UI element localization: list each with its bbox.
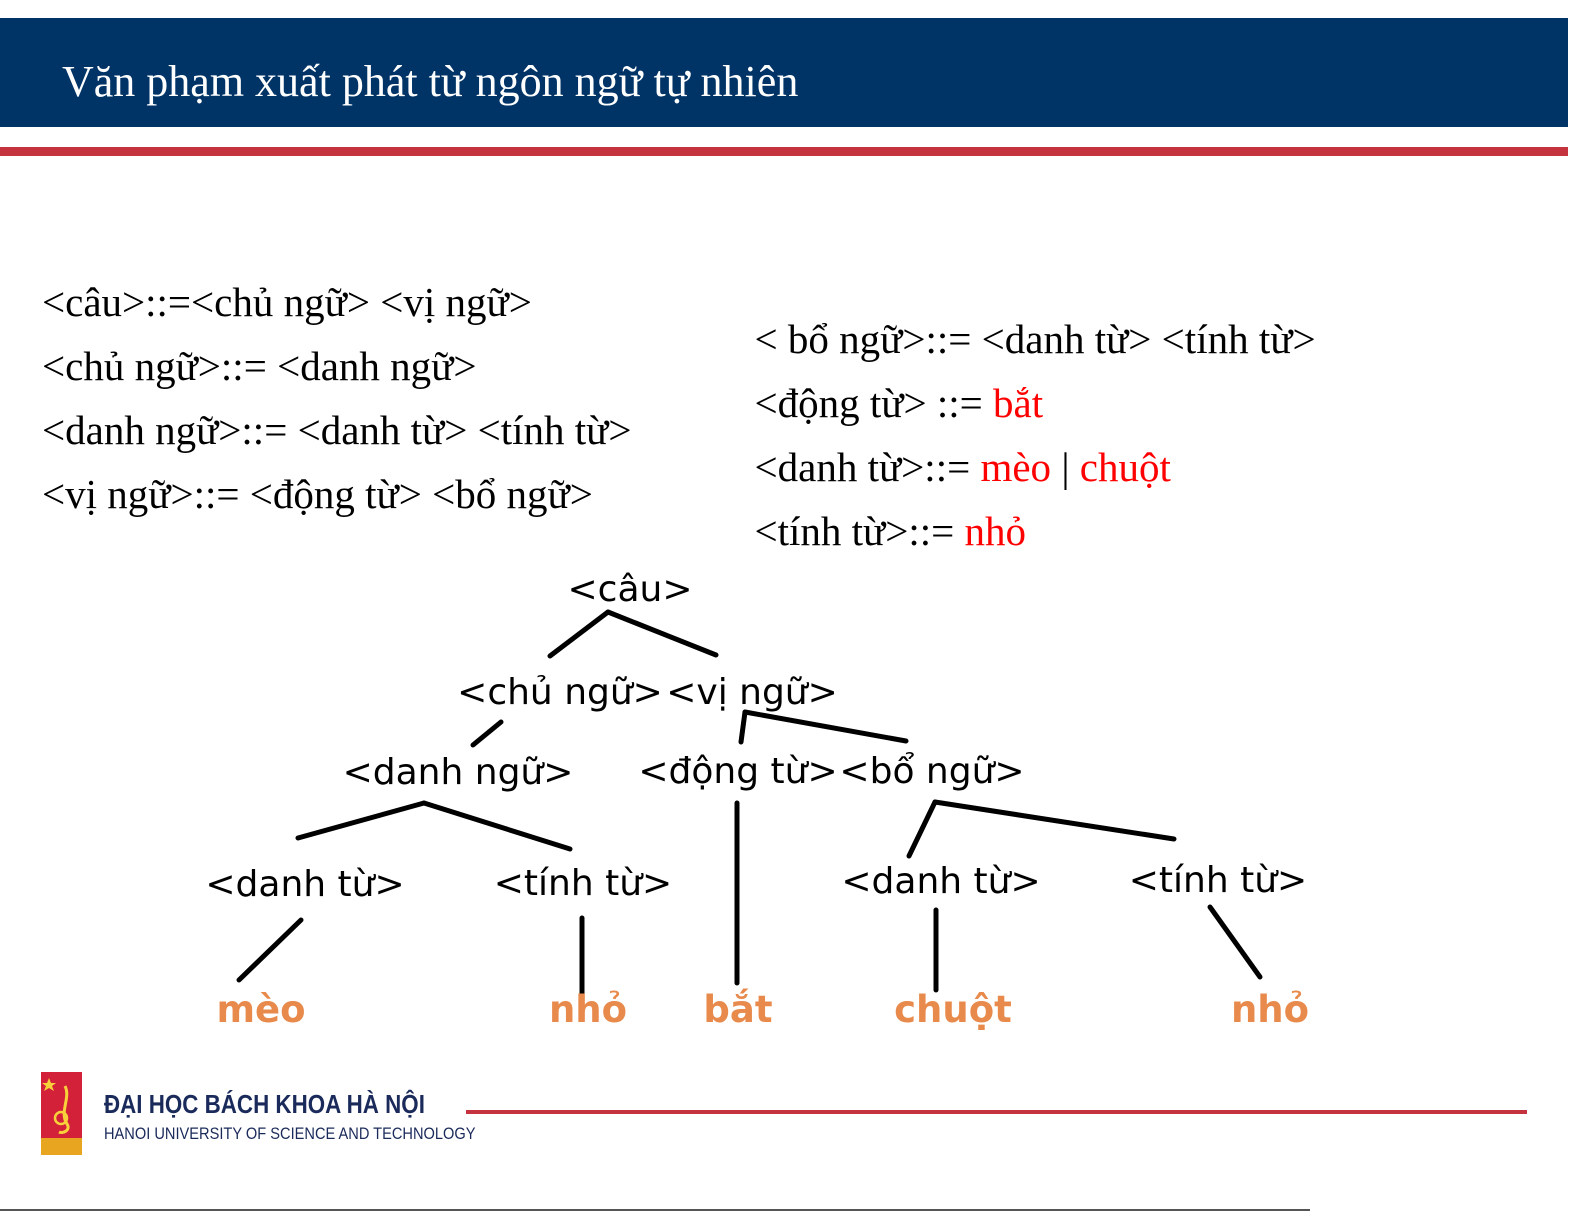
leaf-word: nhỏ	[1231, 988, 1309, 1031]
edge-danh-tu-meo	[236, 917, 304, 983]
grammar-rule-tinh-tu: <tính từ>::= nhỏ	[734, 470, 1027, 554]
footer-divider	[466, 1110, 1527, 1114]
edge-bo-ngu-danh-tu	[906, 799, 938, 859]
edge-cau-chu-ngu	[547, 609, 611, 659]
edge-chu-ngu-danh-ngu	[470, 719, 504, 748]
bottom-divider	[0, 1209, 1310, 1211]
university-name-english: HANOI UNIVERSITY OF SCIENCE AND TECHNOLO…	[104, 1124, 476, 1143]
node-danh-ngu: <danh ngữ>	[343, 752, 574, 793]
grammar-rule-vi-ngu: <vị ngữ>::= <động từ> <bổ ngữ>	[42, 471, 593, 517]
node-dong-tu: <động từ>	[638, 751, 837, 792]
leaf-word: nhỏ	[549, 988, 627, 1031]
grammar-rule-dong-tu: <động từ> ::= bắt	[734, 342, 1044, 426]
tree-edges	[236, 609, 1263, 997]
rule-lhs: <danh từ>::=	[754, 444, 981, 490]
grammar-rule-danh-ngu: <danh ngữ>::= <danh từ> <tính từ>	[42, 407, 632, 453]
leaf-word: mèo	[216, 988, 305, 1031]
terminal-word: nhỏ	[964, 508, 1027, 554]
node-danh-tu: <danh từ>	[841, 861, 1040, 902]
header-divider	[0, 147, 1568, 156]
edge-vi-ngu-bo-ngu	[742, 709, 909, 744]
grammar-rule-danh-tu: <danh từ>::= mèo | chuột	[734, 406, 1171, 488]
edge-danh-ngu-danh-tu	[295, 800, 427, 841]
node-cau: <câu>	[568, 569, 693, 610]
terminal-word: mèo	[980, 444, 1052, 490]
node-vi-ngu: <vị ngữ>	[666, 672, 838, 713]
university-name: ĐẠI HỌC BÁCH KHOA HÀ NỘI	[104, 1089, 425, 1119]
node-chu-ngu: <chủ ngữ>	[457, 672, 663, 713]
slide-header: Văn phạm xuất phát từ ngôn ngữ tự nhiên	[0, 18, 1568, 127]
leaf-word: chuột	[894, 988, 1012, 1031]
slide-title: Văn phạm xuất phát từ ngôn ngữ tự nhiên	[62, 57, 799, 106]
node-tinh-tu: <tính từ>	[1129, 860, 1307, 901]
alternative-separator: |	[1051, 444, 1080, 490]
node-bo-ngu: <bổ ngữ>	[839, 751, 1024, 792]
node-tinh-tu: <tính từ>	[494, 863, 672, 904]
rule-lhs: < bổ ngữ>::= <danh từ> <tính từ>	[754, 316, 1316, 362]
grammar-rule-chu-ngu: <chủ ngữ>::= <danh ngữ>	[42, 343, 477, 389]
university-logo	[41, 1072, 82, 1155]
leaf-word: bắt	[703, 988, 772, 1031]
edge-tinh-tu-nho-2	[1207, 904, 1263, 980]
edge-danh-ngu-tinh-tu	[421, 800, 573, 852]
grammar-rule-cau: <câu>::=<chủ ngữ> <vị ngữ>	[42, 279, 532, 325]
edge-bo-ngu-tinh-tu	[932, 799, 1177, 842]
rule-lhs: <động từ> ::=	[754, 380, 994, 426]
university-logo-mark	[41, 1072, 82, 1155]
terminal-word: chuột	[1079, 444, 1171, 490]
terminal-word: bắt	[993, 380, 1044, 426]
tree-leaves: mèo nhỏ bắt chuột nhỏ	[216, 988, 1309, 1031]
edge-vi-ngu-dong-tu	[738, 709, 748, 745]
rule-lhs: <tính từ>::=	[754, 508, 965, 554]
edge-cau-vi-ngu	[605, 609, 719, 658]
tree-nodes: <câu> <chủ ngữ> <vị ngữ> <danh ngữ> <độn…	[205, 569, 1307, 905]
grammar-rule-bo-ngu: < bổ ngữ>::= <danh từ> <tính từ>	[734, 278, 1316, 360]
node-danh-tu: <danh từ>	[205, 864, 404, 905]
